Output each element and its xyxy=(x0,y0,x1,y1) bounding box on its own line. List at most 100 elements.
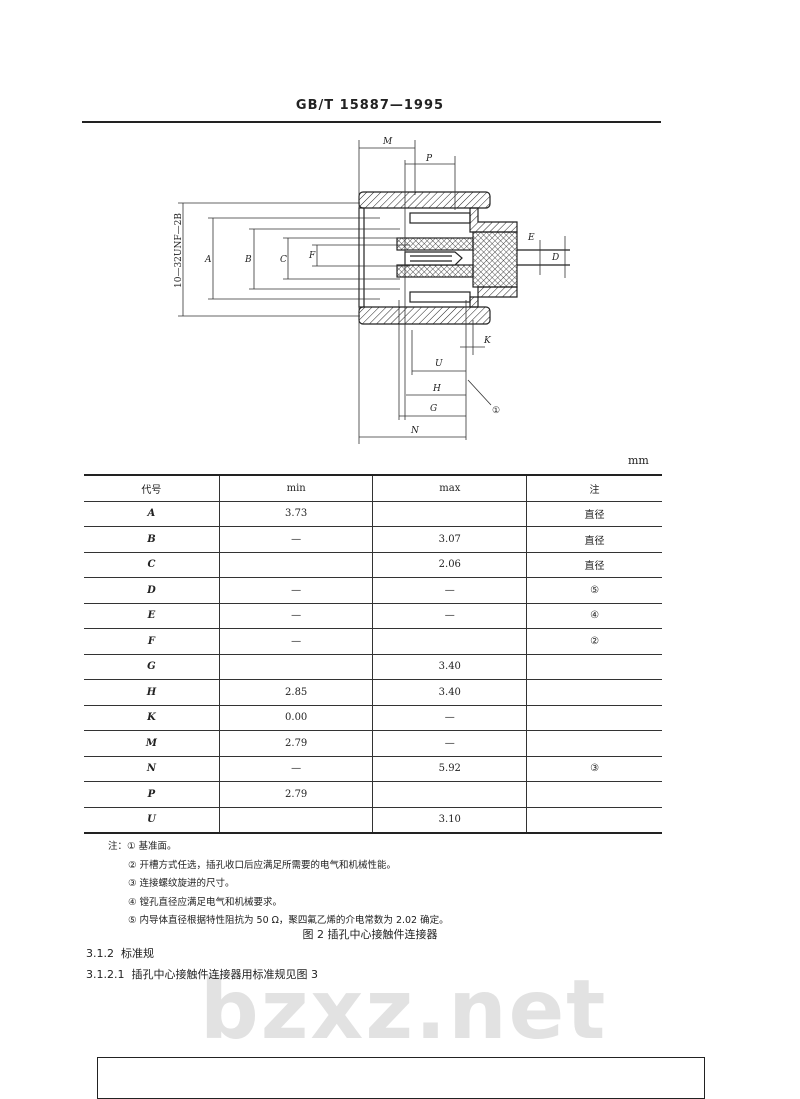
header-rule xyxy=(82,121,661,123)
cell-note: 直径 xyxy=(526,500,662,527)
notes: 注：① 基准面。 ② 开槽方式任选，插孔收口后应满足所需要的电气和机械性能。 ③… xyxy=(108,838,449,931)
table-row: D——⑤ xyxy=(84,577,662,604)
cell-max: 3.10 xyxy=(372,806,527,834)
cell-max xyxy=(372,500,527,527)
table-row: U 3.10 xyxy=(84,806,662,834)
cell-note: ④ xyxy=(526,602,662,629)
connector-body xyxy=(358,191,570,325)
cell-min: 2.85 xyxy=(218,679,373,706)
cell-note xyxy=(526,679,662,706)
dim-N: N xyxy=(410,426,420,436)
cell-min: — xyxy=(218,526,373,553)
section-number: 3.1.2.1 xyxy=(86,968,125,981)
figure-caption: 图 2 插孔中心接触件连接器 xyxy=(302,928,438,941)
cell-code: D xyxy=(84,577,220,604)
cell-min: — xyxy=(218,628,373,655)
dim-A: A xyxy=(204,255,212,265)
unit-label: mm xyxy=(628,454,649,467)
header-min: min xyxy=(218,474,373,502)
dim-M: M xyxy=(382,137,393,147)
footer-box xyxy=(97,1057,705,1099)
cell-min: — xyxy=(218,755,373,782)
cell-note: ③ xyxy=(526,755,662,782)
cell-max: — xyxy=(372,730,527,757)
dim-K: K xyxy=(483,336,492,346)
dim-E: E xyxy=(527,233,535,243)
cell-note: 直径 xyxy=(526,551,662,578)
header-code: 代号 xyxy=(84,474,220,502)
cell-code: A xyxy=(84,500,220,527)
note-item: ② 开槽方式任选，插孔收口后应满足所需要的电气和机械性能。 xyxy=(128,859,397,871)
cell-note xyxy=(526,653,662,680)
cell-note: 直径 xyxy=(526,526,662,553)
note-item: ⑤ 内导体直径根据特性阻抗为 50 Ω，聚四氟乙烯的介电常数为 2.02 确定。 xyxy=(128,915,449,926)
cell-note: ⑤ xyxy=(526,577,662,604)
section-number: 3.1.2 xyxy=(86,947,114,960)
cell-note xyxy=(526,781,662,808)
cell-max: — xyxy=(372,602,527,629)
dim-H: H xyxy=(432,384,441,394)
cell-max: — xyxy=(372,577,527,604)
cell-max: — xyxy=(372,704,527,731)
table-header-row: 代号 min max 注 xyxy=(84,474,662,502)
cell-max: 2.06 xyxy=(372,551,527,578)
thread-label: 10—32UNF—2B xyxy=(174,213,184,288)
cell-min xyxy=(218,653,373,680)
header-max: max xyxy=(372,474,527,502)
cell-code: E xyxy=(84,602,220,629)
cell-code: F xyxy=(84,628,220,655)
cell-code: U xyxy=(84,806,220,834)
table-row: E——④ xyxy=(84,602,662,629)
notes-prefix: 注： xyxy=(108,841,128,852)
cell-min: — xyxy=(218,602,373,629)
cell-code: H xyxy=(84,679,220,706)
table-row: F— ② xyxy=(84,628,662,655)
cell-note xyxy=(526,806,662,834)
header-note: 注 xyxy=(526,474,662,502)
cell-max xyxy=(372,628,527,655)
cell-code: K xyxy=(84,704,220,731)
cell-code: C xyxy=(84,551,220,578)
dim-D: D xyxy=(551,253,559,263)
cell-code: M xyxy=(84,730,220,757)
section-heading: 3.1.2.1 插孔中心接触件连接器用标准规见图 3 xyxy=(86,966,318,982)
cell-min: 2.79 xyxy=(218,730,373,757)
section-title: 插孔中心接触件连接器用标准规见图 3 xyxy=(131,968,318,981)
cell-max xyxy=(372,781,527,808)
cell-code: B xyxy=(84,526,220,553)
cell-min: — xyxy=(218,577,373,604)
cell-min xyxy=(218,551,373,578)
cell-note xyxy=(526,730,662,757)
cell-min: 0.00 xyxy=(218,704,373,731)
note-item: ④ 镗孔直径应满足电气和机械要求。 xyxy=(128,896,283,908)
cell-min: 2.79 xyxy=(218,781,373,808)
dim-F: F xyxy=(308,251,316,261)
dim-C: C xyxy=(280,255,287,265)
cell-max: 3.07 xyxy=(372,526,527,553)
cell-code: P xyxy=(84,781,220,808)
section-heading: 3.1.2 标准规 xyxy=(86,945,154,961)
standard-header: GB/T 15887—1995 xyxy=(295,98,445,113)
connector-drawing: 10—32UNF—2B A B C F E D M P K U H G N ① xyxy=(174,137,570,444)
cell-note xyxy=(526,704,662,731)
dim-G: G xyxy=(430,404,437,414)
cell-code: G xyxy=(84,653,220,680)
dim-B: B xyxy=(244,255,252,265)
cell-note: ② xyxy=(526,628,662,655)
watermark: bzxz.net xyxy=(200,963,608,1058)
cell-max: 5.92 xyxy=(372,755,527,782)
cell-min: 3.73 xyxy=(218,500,373,527)
cell-max: 3.40 xyxy=(372,679,527,706)
dimension-lines xyxy=(178,140,566,444)
cell-min xyxy=(218,806,373,834)
